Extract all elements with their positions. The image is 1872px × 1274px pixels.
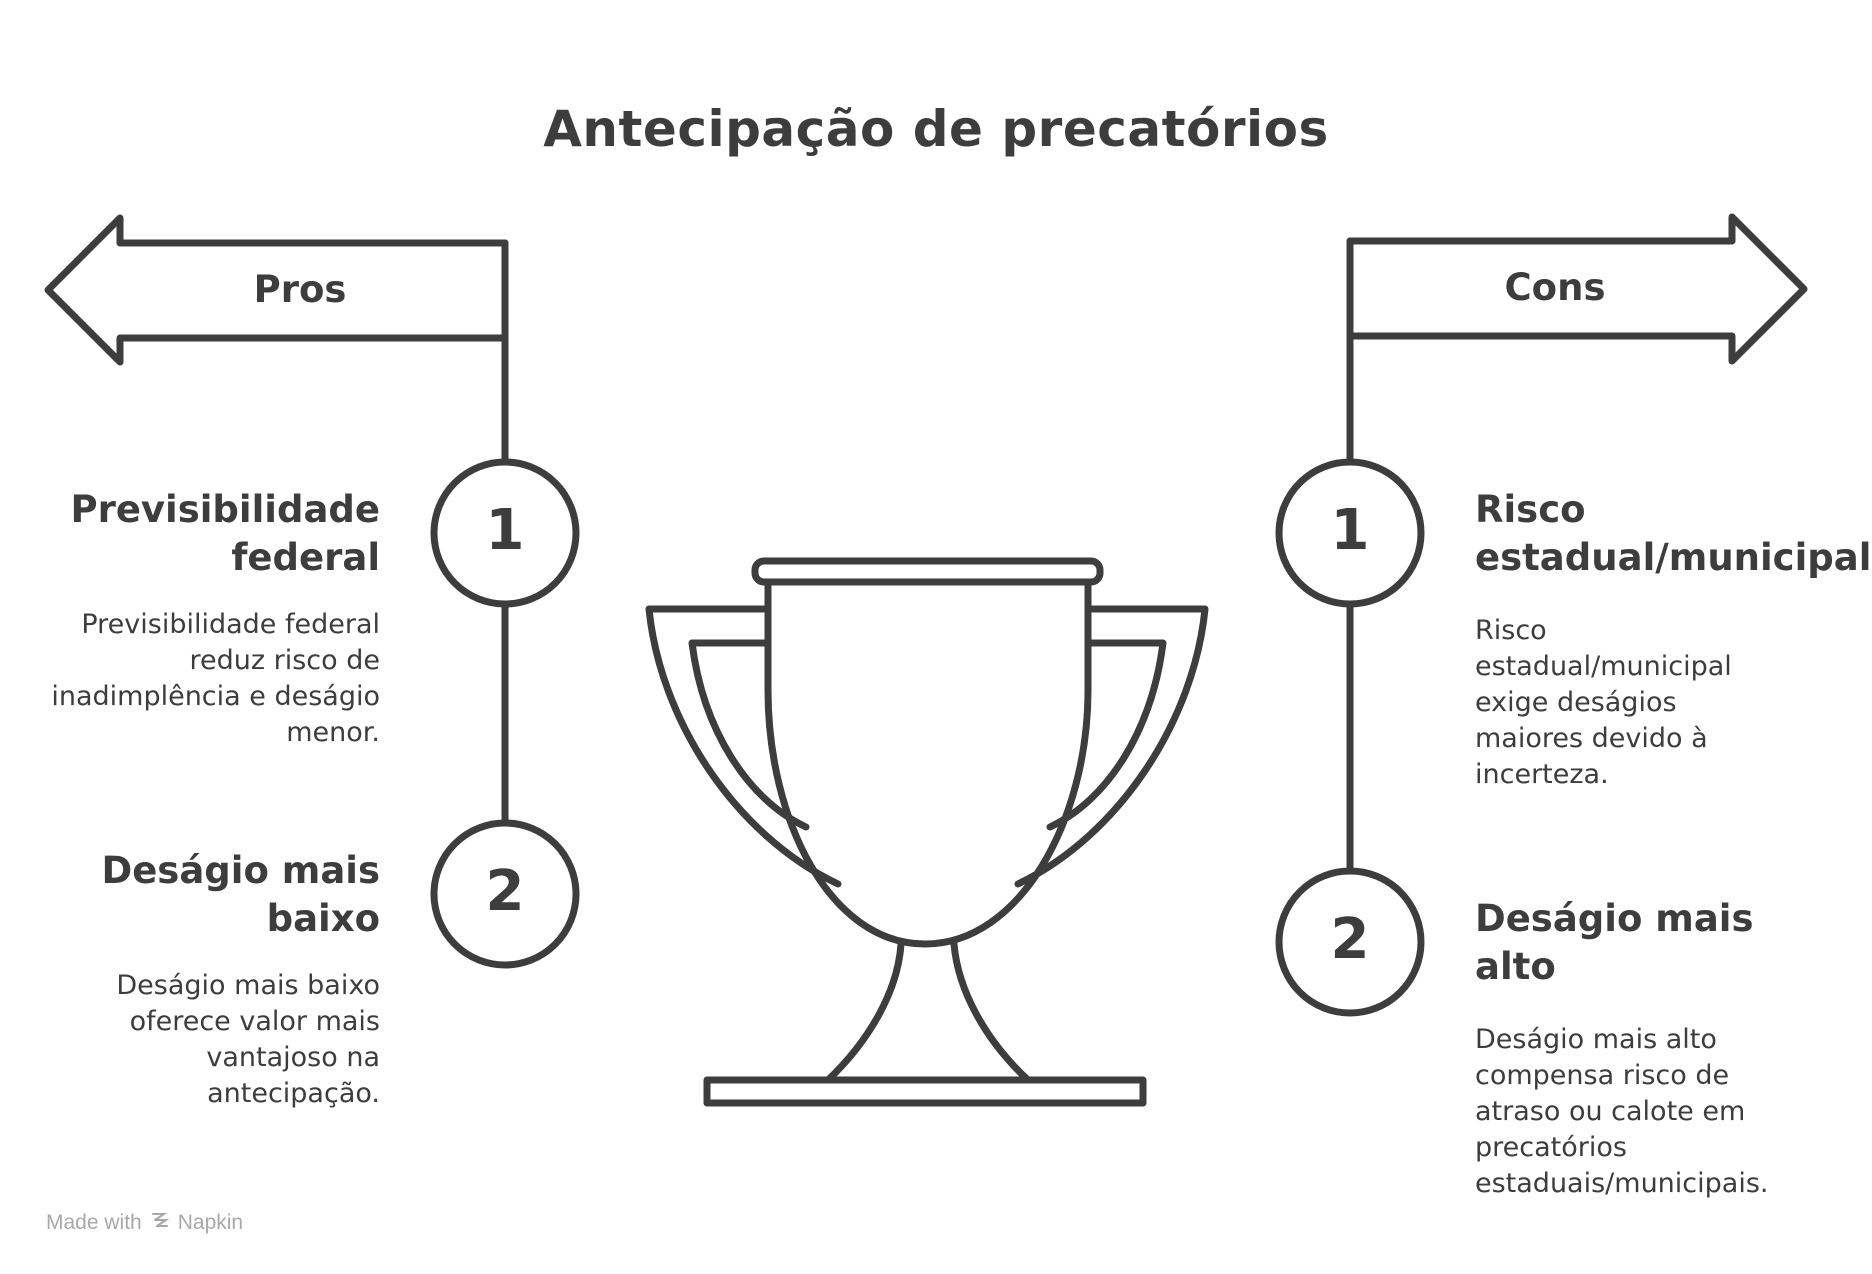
pros-number-1: 1 — [485, 498, 525, 563]
pros-circle-1 — [430, 458, 580, 608]
cons-arrow-shape — [1346, 213, 1808, 365]
cons-item-1-description: Risco estadual/municipal exige deságios … — [1475, 615, 1732, 790]
pros-label: Pros — [253, 268, 347, 311]
made-with-napkin-badge[interactable]: Made with Napkin — [46, 1210, 243, 1236]
page-title: Antecipação de precatórios — [543, 100, 1329, 158]
pros-arrow-shape — [44, 214, 509, 366]
trophy-icon — [645, 557, 1209, 1107]
napkin-logo-icon — [150, 1210, 170, 1236]
cons-item-1-title: Risco estadual/municipal — [1475, 488, 1872, 579]
pros-item-1-description: Previsibilidade federal reduz risco de i… — [51, 609, 380, 748]
cons-label: Cons — [1504, 266, 1606, 309]
cons-number-2: 2 — [1330, 907, 1370, 972]
cons-circle-2 — [1275, 867, 1425, 1017]
pros-item-2-title: Deságio mais baixo — [101, 849, 381, 940]
made-with-text: Made with — [46, 1211, 142, 1234]
pros-number-2: 2 — [485, 859, 525, 924]
cons-circle-1 — [1275, 458, 1425, 608]
pros-item-1-title: Previsibilidade federal — [70, 488, 380, 579]
pros-item-2-description: Deságio mais baixo oferece valor mais va… — [116, 970, 380, 1109]
pros-circle-2 — [430, 819, 580, 969]
cons-item-2-title: Deságio mais alto — [1475, 897, 1754, 988]
cons-number-1: 1 — [1330, 498, 1370, 563]
cons-item-2-description: Deságio mais alto compensa risco de atra… — [1475, 1024, 1769, 1199]
napkin-brand-text: Napkin — [177, 1211, 244, 1234]
